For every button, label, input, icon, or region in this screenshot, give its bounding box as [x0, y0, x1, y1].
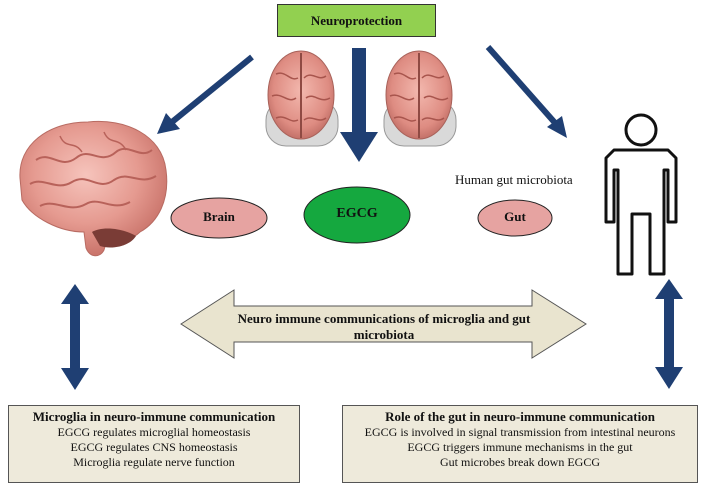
center-double-arrow [180, 289, 587, 359]
arrow-to-egcg [340, 48, 378, 162]
microglia-box-title: Microglia in neuro-immune communication [32, 409, 276, 424]
brain-icon [19, 120, 168, 257]
center-arrow-line-1: Neuro immune communications of microglia… [237, 311, 531, 326]
neuroprotection-box: Neuroprotection [277, 4, 436, 37]
brain-node [170, 197, 268, 239]
gut-role-info-box: Role of the gut in neuro-immune communic… [342, 405, 698, 483]
neuroprotection-label: Neuroprotection [310, 12, 403, 28]
right-double-arrow [655, 279, 683, 389]
gut-box-title: Role of the gut in neuro-immune communic… [385, 409, 655, 424]
gut-box-line: EGCG is involved in signal transmission … [364, 425, 676, 439]
gut-node [477, 199, 553, 237]
microglia-box-line: Microglia regulate nerve function [73, 455, 235, 469]
center-arrow-label: Neuro immune communications of microglia… [226, 311, 542, 343]
microglia-info-box: Microglia in neuro-immune communication … [8, 405, 300, 483]
arrow-to-human [485, 45, 567, 138]
center-arrow-line-2: microbiota [353, 327, 415, 342]
microglia-box-line: EGCG regulates microglial homeostasis [57, 425, 251, 439]
left-double-arrow [61, 284, 89, 390]
human-gut-microbiota-label: Human gut microbiota [455, 172, 573, 187]
brain-label: Brain [203, 209, 235, 224]
egcg-label: EGCG [336, 206, 378, 221]
gut-label: Gut [504, 209, 526, 224]
brain-top-view-icon-left [265, 50, 339, 147]
person-icon [604, 113, 678, 276]
egcg-node [303, 186, 411, 244]
brain-top-view-icon-right [383, 50, 457, 147]
gut-box-line: EGCG triggers immune mechanisms in the g… [407, 440, 633, 454]
microglia-box-line: EGCG regulates CNS homeostasis [70, 440, 238, 454]
gut-box-line: Gut microbes break down EGCG [440, 455, 600, 469]
arrow-to-brain [157, 54, 254, 134]
